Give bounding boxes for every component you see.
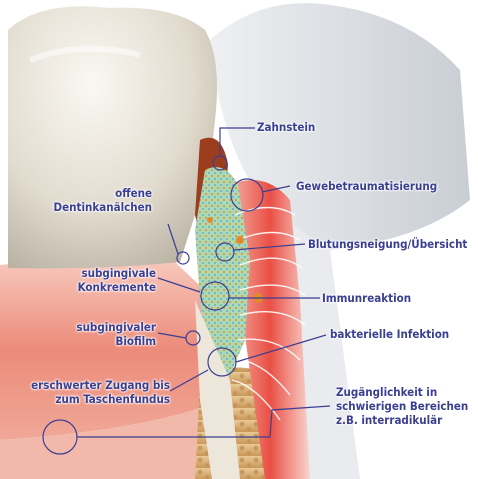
immune-cell: [236, 236, 244, 244]
label-zugaenglichkeit: Zugänglichkeit in schwierigen Bereichen …: [336, 385, 468, 427]
label-zahnstein: Zahnstein: [257, 120, 315, 134]
tooth-crown: [8, 6, 217, 268]
label-bakterielle-infektion: bakterielle Infektion: [330, 327, 449, 341]
label-gewebetraumatisierung: Gewebetraumatisierung: [296, 179, 437, 193]
label-subgingivale-konkremente: subgingivale Konkremente: [68, 266, 156, 294]
label-subgingivaler-biofilm: subgingivaler Biofilm: [66, 320, 156, 348]
label-blutungsneigung: Blutungsneigung/Übersicht: [308, 237, 467, 251]
label-immunreaktion: Immunreaktion: [322, 291, 411, 305]
label-erschwerter-zugang: erschwerter Zugang bis zum Taschenfundus: [20, 378, 170, 406]
label-offene-dentinkanaelchen: offene Dentinkanälchen: [46, 186, 152, 214]
